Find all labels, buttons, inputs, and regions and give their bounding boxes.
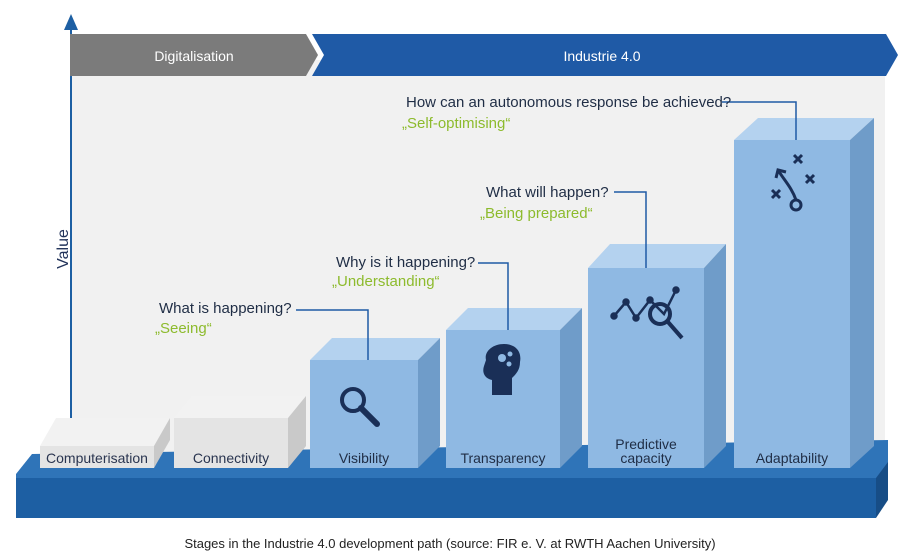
question-visibility: What is happening? [159, 300, 292, 317]
phase-label-industrie40: Industrie 4.0 [563, 48, 641, 64]
base-platform-front [16, 478, 876, 518]
stage-label-transparency: Transparency [460, 450, 546, 466]
phase-banner-industrie40 [312, 34, 898, 76]
bar-adaptability [734, 118, 874, 468]
connector-visibility [296, 309, 369, 360]
stage-label-predictive-line1: Predictive [615, 436, 677, 452]
answer-transparency: „Understanding“ [332, 273, 440, 290]
bar-transparency [446, 308, 582, 468]
answer-visibility: „Seeing“ [155, 320, 212, 337]
base-platform-side [876, 462, 888, 518]
bar-visibility [310, 338, 440, 468]
figure-caption: Stages in the Industrie 4.0 development … [184, 536, 716, 551]
value-axis-arrow-icon [64, 14, 78, 30]
phase-banner-digitalisation [70, 34, 318, 76]
bar-connectivity [174, 396, 306, 468]
answer-predictive: „Being prepared“ [480, 205, 593, 222]
question-predictive: What will happen? [486, 184, 609, 201]
bar-computerisation [40, 418, 170, 468]
magnifier-icon [340, 387, 380, 427]
stage-label-visibility: Visibility [338, 450, 390, 466]
connector-transparency [478, 262, 509, 330]
question-transparency: Why is it happening? [336, 254, 476, 271]
connector-adaptability [722, 101, 797, 140]
head-gears-icon [483, 344, 521, 395]
strategy-play-icon [770, 153, 816, 212]
stage-label-predictive-line2: capacity [620, 450, 672, 466]
value-axis-label: Value [54, 229, 72, 269]
stage-label-adaptability: Adaptability [755, 450, 829, 466]
chart-analysis-icon [610, 286, 684, 340]
stage-label-connectivity: Connectivity [192, 450, 270, 466]
phase-label-digitalisation: Digitalisation [154, 48, 234, 64]
connector-predictive [614, 191, 647, 268]
answer-adaptability: „Self-optimising“ [402, 115, 511, 132]
question-adaptability: How can an autonomous response be achiev… [406, 94, 732, 111]
stage-label-computerisation: Computerisation [46, 450, 148, 466]
bar-predictive-capacity [588, 244, 726, 468]
